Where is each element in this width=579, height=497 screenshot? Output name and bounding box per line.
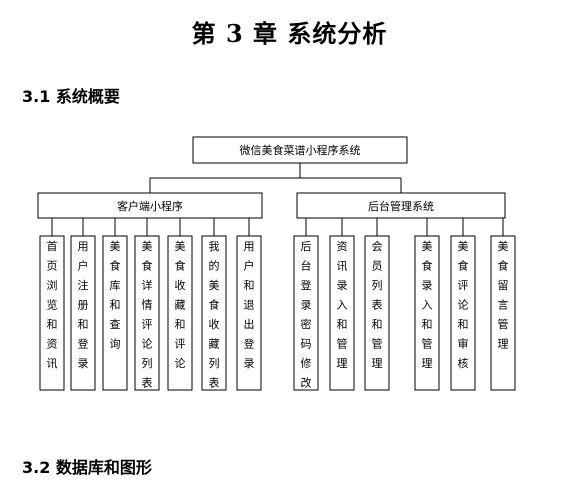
branch-node-admin: 后台管理系统 <box>296 192 506 219</box>
module-box <box>329 235 355 391</box>
module-box <box>236 235 262 391</box>
branch-node-client: 客户端小程序 <box>37 192 263 219</box>
module-box <box>201 235 227 391</box>
module-label: 会员列表和管理 <box>372 240 383 370</box>
module-node: 美食详情评论列表 <box>134 235 160 391</box>
module-label: 用户注册和登录 <box>78 240 89 370</box>
module-box <box>490 235 516 391</box>
module-label: 首页浏览和资讯 <box>47 239 58 370</box>
chapter-title: 第 3 章 系统分析 <box>191 19 388 48</box>
section-heading-overview: 3.1 系统概要 <box>22 87 120 106</box>
branch-label-admin: 后台管理系统 <box>368 199 434 213</box>
module-label: 美食库和查询 <box>110 240 121 351</box>
module-node: 会员列表和管理 <box>364 235 390 391</box>
module-label: 资讯录入和管理 <box>337 240 348 370</box>
module-label: 后台登录密码修改 <box>301 240 312 390</box>
module-box <box>167 235 193 391</box>
module-label: 美食录入和管理 <box>422 240 433 370</box>
module-label: 美食收藏和评论 <box>175 240 186 370</box>
module-node: 美食留言管理 <box>490 235 516 391</box>
module-box <box>414 235 440 391</box>
module-node: 用户注册和登录 <box>70 235 96 391</box>
section-heading-database: 3.2 数据库和图形 <box>22 458 152 477</box>
module-nodes: 首页浏览和资讯 用户注册和登录 美食库和查询 美食详情评论列表 美食收藏和评论 我的美食收… <box>39 235 516 391</box>
module-box <box>70 235 96 391</box>
module-node: 美食录入和管理 <box>414 235 440 391</box>
module-node: 美食评论和审核 <box>450 235 476 391</box>
module-box <box>364 235 390 391</box>
root-node-label: 微信美食菜谱小程序系统 <box>240 143 361 157</box>
root-node: 微信美食菜谱小程序系统 <box>192 136 408 164</box>
module-box <box>134 235 160 391</box>
module-node: 后台登录密码修改 <box>293 235 319 391</box>
module-label: 我的美食收藏列表 <box>209 240 220 390</box>
module-label: 用户和退出登录 <box>244 240 255 370</box>
module-label: 美食评论和审核 <box>458 240 469 370</box>
module-node: 用户和退出登录 <box>236 235 262 391</box>
module-label: 美食留言管理 <box>498 240 509 351</box>
module-node: 资讯录入和管理 <box>329 235 355 391</box>
module-box <box>39 235 65 391</box>
module-box <box>293 235 319 391</box>
module-node: 我的美食收藏列表 <box>201 235 227 391</box>
module-node: 首页浏览和资讯 <box>39 235 65 391</box>
branch-label-client: 客户端小程序 <box>117 199 183 213</box>
module-node: 美食收藏和评论 <box>167 235 193 391</box>
module-label: 美食详情评论列表 <box>142 240 153 390</box>
module-box <box>450 235 476 391</box>
module-node: 美食库和查询 <box>102 235 128 391</box>
diagram-connectors <box>51 163 504 236</box>
module-box <box>102 235 128 391</box>
